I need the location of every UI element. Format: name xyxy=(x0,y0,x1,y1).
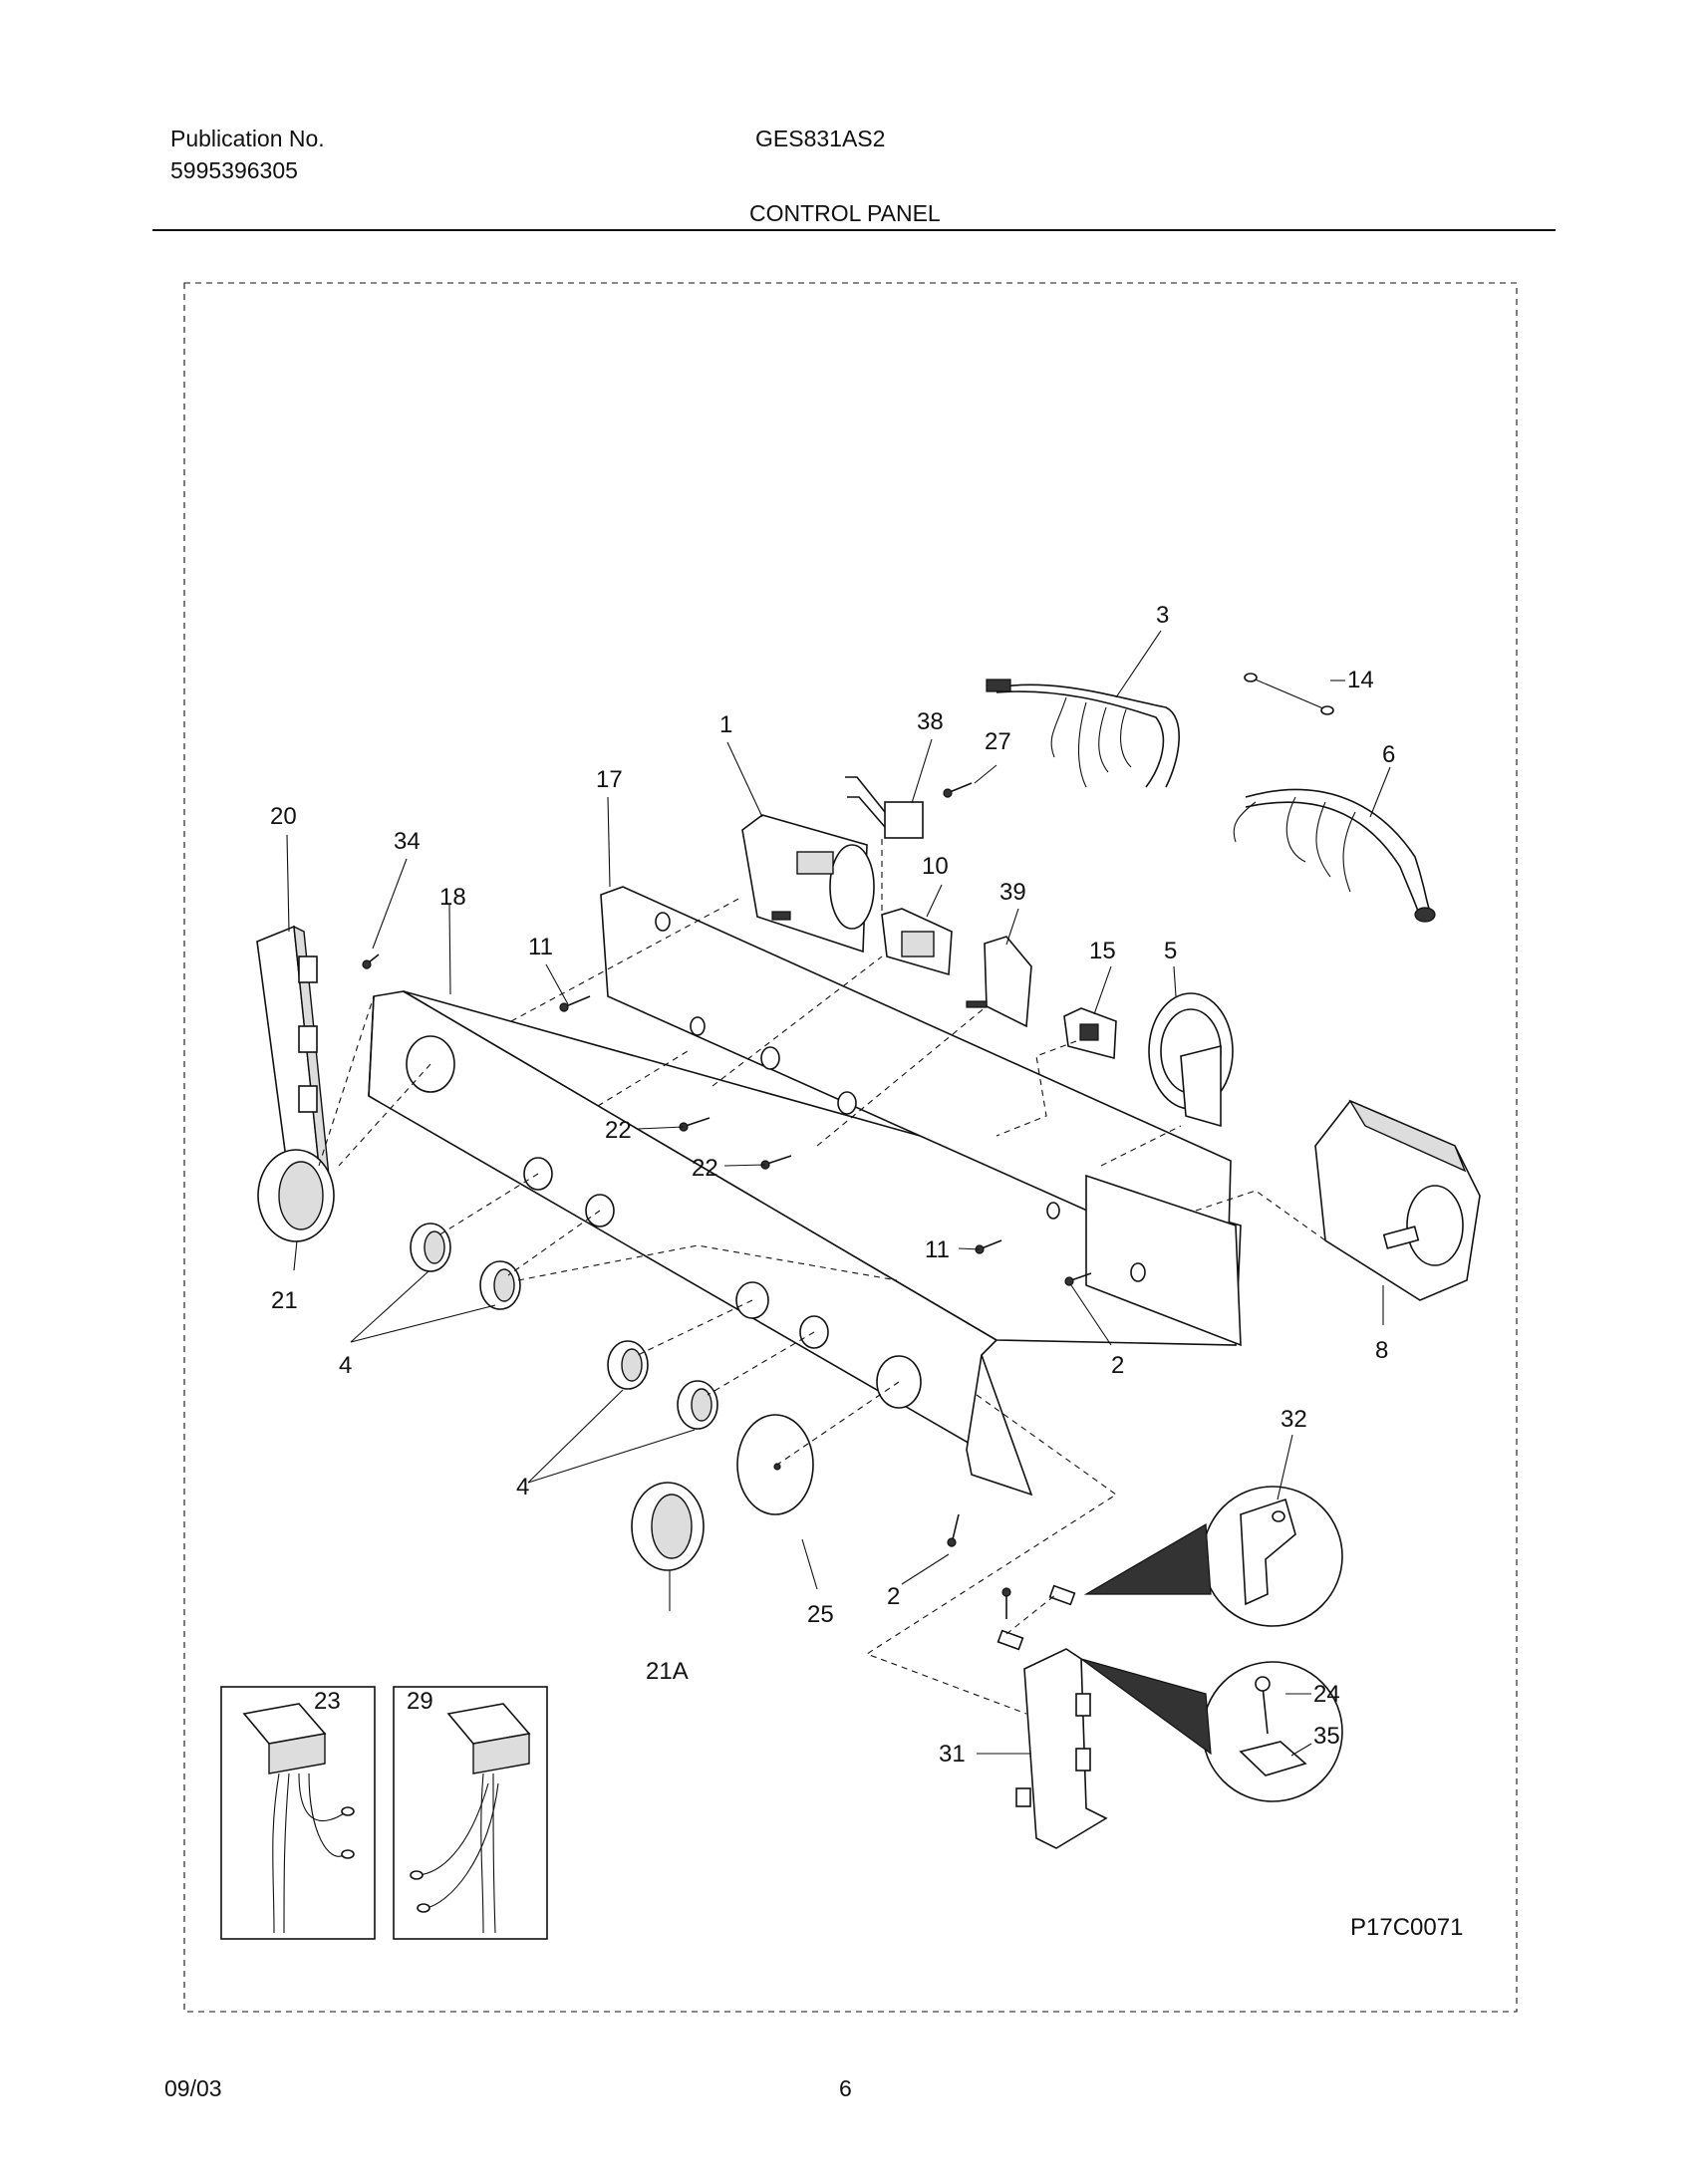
publication-label: Publication No. xyxy=(170,126,325,151)
callout-3: 3 xyxy=(1156,602,1169,629)
detail-24-35 xyxy=(1080,1658,1343,1802)
knob-21a-part xyxy=(631,1482,705,1571)
callout-17: 17 xyxy=(596,766,623,793)
callout-15: 15 xyxy=(1089,938,1116,964)
callout-20: 20 xyxy=(270,803,297,830)
switch-10-part xyxy=(881,908,953,976)
callout-24: 24 xyxy=(1313,1681,1340,1708)
callout-32: 32 xyxy=(1281,1406,1307,1433)
leader-lines xyxy=(286,630,1391,1757)
diagram-frame xyxy=(183,282,1518,2013)
callout-38: 38 xyxy=(917,708,944,735)
footer-date: 09/03 xyxy=(164,2075,222,2101)
callout-11b: 11 xyxy=(925,1236,950,1263)
callout-31: 31 xyxy=(939,1741,966,1768)
module-8-part xyxy=(1314,1099,1481,1301)
callout-39: 39 xyxy=(999,879,1026,906)
callout-6: 6 xyxy=(1382,741,1395,768)
callout-21: 21 xyxy=(271,1287,298,1314)
model-number: GES831AS2 xyxy=(755,126,886,151)
switch-39-part xyxy=(966,936,1032,1028)
inset-29 xyxy=(393,1686,548,1940)
timer-part xyxy=(741,814,875,954)
rear-bracket-part xyxy=(600,886,1242,1347)
callout-5: 5 xyxy=(1164,938,1177,964)
publication-number: 5995396305 xyxy=(170,157,298,183)
callout-4a: 4 xyxy=(339,1352,352,1379)
left-end-bracket-part xyxy=(256,925,330,1183)
callout-18: 18 xyxy=(439,884,466,911)
drawing-id: P17C0071 xyxy=(1350,1914,1463,1941)
wire-harness-6-part xyxy=(1233,788,1436,923)
wire-harness-3-part xyxy=(986,679,1180,788)
header-rule xyxy=(152,229,1556,231)
callout-22b: 22 xyxy=(692,1155,718,1182)
callout-34: 34 xyxy=(394,828,421,855)
callout-35: 35 xyxy=(1313,1723,1340,1750)
callout-4b: 4 xyxy=(516,1474,529,1500)
callout-29: 29 xyxy=(407,1688,433,1715)
assembly-lines xyxy=(318,839,1326,1715)
callout-8: 8 xyxy=(1375,1337,1388,1364)
end-cap-part xyxy=(1015,1648,1108,1849)
section-title: CONTROL PANEL xyxy=(749,200,941,226)
detail-32 xyxy=(1083,1486,1343,1627)
switch-38-part xyxy=(845,776,924,839)
knob-4-parts xyxy=(410,1223,718,1430)
callout-11a: 11 xyxy=(528,934,553,960)
inset-23 xyxy=(220,1686,376,1940)
pressure-switch-part xyxy=(1148,992,1234,1128)
callout-23: 23 xyxy=(314,1688,341,1715)
page-number: 6 xyxy=(839,2075,852,2101)
callout-14: 14 xyxy=(1347,667,1374,693)
clip-parts xyxy=(996,1584,1076,1651)
control-panel-part xyxy=(368,990,1242,1497)
callout-27: 27 xyxy=(985,728,1011,755)
selector-15-part xyxy=(1063,1007,1117,1060)
callout-22a: 22 xyxy=(605,1117,632,1144)
callout-2a: 2 xyxy=(1111,1352,1124,1379)
dial-skirt-part xyxy=(736,1414,814,1515)
callout-10: 10 xyxy=(922,853,949,880)
callout-2b: 2 xyxy=(887,1583,900,1610)
knob-21-part xyxy=(257,1149,335,1242)
callout-21a: 21A xyxy=(646,1658,689,1685)
jumper-wire-14-part xyxy=(1244,673,1334,715)
callout-25: 25 xyxy=(807,1601,834,1628)
callout-1: 1 xyxy=(719,711,732,738)
